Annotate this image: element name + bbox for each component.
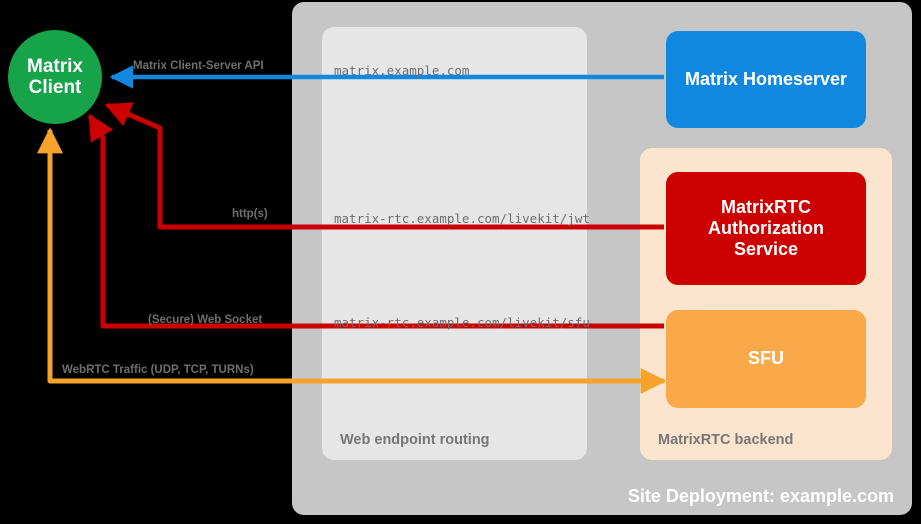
matrixrtc-backend-label: MatrixRTC backend: [658, 432, 794, 448]
node-sfu[interactable]: SFU: [666, 310, 866, 408]
edge-label-https: http(s): [232, 208, 268, 220]
node-matrix-client[interactable]: Matrix Client: [8, 30, 102, 124]
matrix-client-line1: Matrix: [27, 55, 83, 77]
node-matrix-client-label: Matrix Client: [27, 56, 83, 99]
edge-https: [104, 102, 664, 230]
edge-label-matrix-client-server-api: Matrix Client-Server API: [133, 60, 264, 72]
endpoint-label-sfu: matrix-rtc.example.com/livekit/sfu: [334, 315, 590, 330]
matrix-client-line2: Client: [28, 77, 82, 98]
auth-service-line1: MatrixRTC: [720, 196, 811, 217]
auth-service-line2: Authorization: [708, 217, 824, 238]
auth-service-line3: Service: [733, 239, 799, 260]
edge-webrtc-traffic: [37, 127, 667, 394]
node-matrix-homeserver[interactable]: Matrix Homeserver: [666, 31, 866, 128]
endpoint-label-jwt: matrix-rtc.example.com/livekit/jwt: [334, 211, 590, 226]
edge-label-webrtc-traffic: WebRTC Traffic (UDP, TCP, TURNs): [62, 364, 254, 376]
node-matrix-homeserver-label: Matrix Homeserver: [684, 68, 848, 89]
site-deployment-label: Site Deployment: example.com: [627, 486, 894, 506]
node-sfu-label: SFU: [748, 348, 784, 369]
edge-label-secure-web-socket: (Secure) Web Socket: [148, 314, 263, 326]
node-matrixrtc-auth-service-label: MatrixRTC Authorization Service: [708, 197, 824, 261]
web-endpoint-routing-label: Web endpoint routing: [340, 432, 490, 448]
endpoint-label-matrix: matrix.example.com: [334, 63, 470, 78]
node-matrixrtc-authorization-service[interactable]: MatrixRTC Authorization Service: [666, 172, 866, 285]
